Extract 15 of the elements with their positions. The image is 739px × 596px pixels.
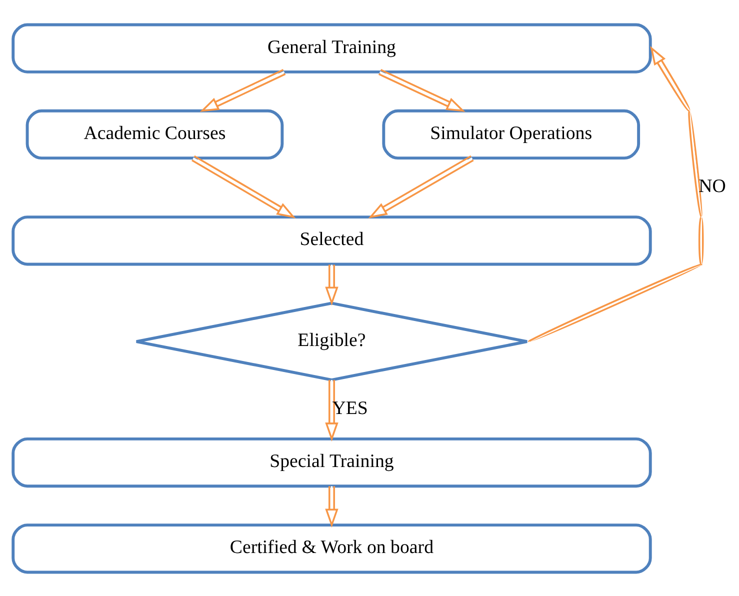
arrow <box>325 379 338 441</box>
node-box: Selected <box>12 215 652 266</box>
node-box: Special Training <box>12 436 652 488</box>
node-box: General Training <box>12 22 652 73</box>
arrow <box>325 486 338 528</box>
arrow <box>192 154 296 218</box>
node-box: Certified & Work on board <box>12 523 652 574</box>
arrow <box>378 68 466 112</box>
arrow <box>368 154 474 218</box>
arrow <box>200 68 286 112</box>
arrow <box>325 264 338 306</box>
node-box: Simulator Operations <box>382 108 640 160</box>
node-box: Academic Courses <box>26 108 284 160</box>
node-diamond: Eligible? <box>134 301 529 381</box>
arrow <box>528 46 704 342</box>
